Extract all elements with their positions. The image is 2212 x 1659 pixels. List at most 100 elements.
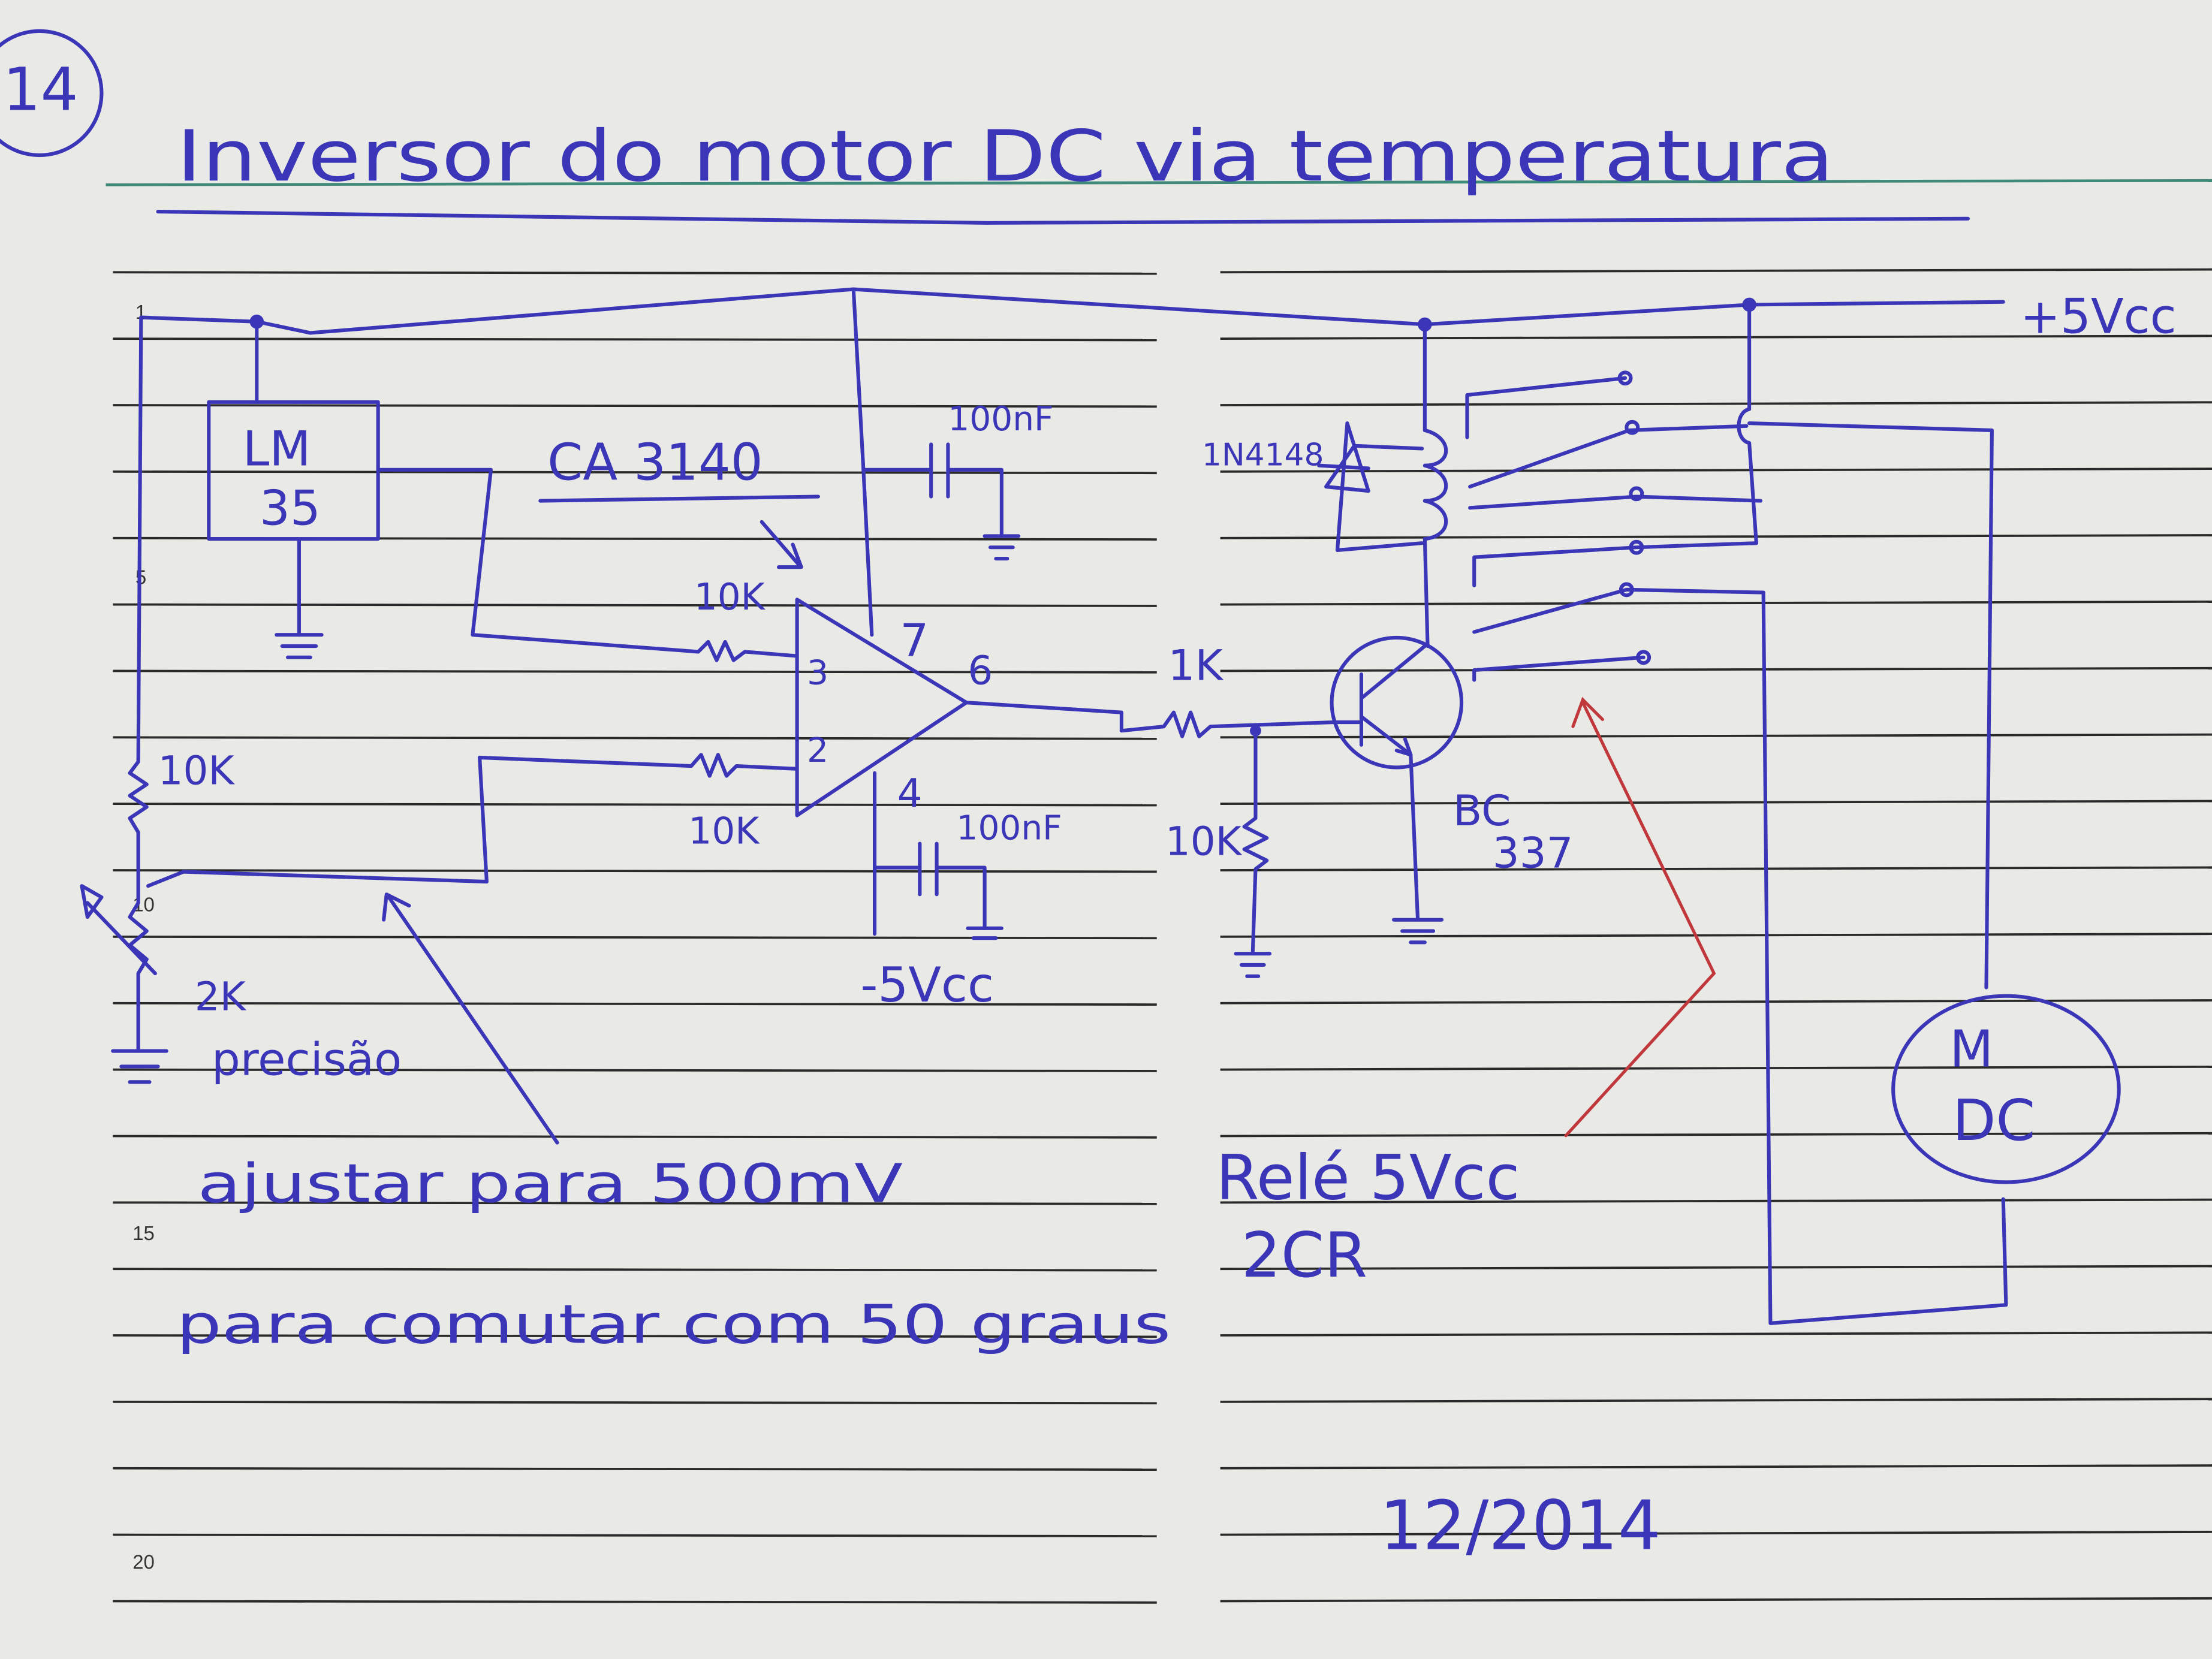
ruled-line — [1220, 933, 2212, 938]
opamp-label-underline — [538, 494, 820, 503]
pin7-wire — [851, 287, 874, 637]
negative-supply-label: -5Vcc — [861, 957, 994, 1013]
pulldown-ground-icon — [1234, 952, 1272, 978]
r-in-minus-label: 10K — [688, 810, 760, 853]
ruled-line — [1220, 1066, 2212, 1071]
collector-wire — [1423, 322, 1430, 648]
ruled-line — [113, 1002, 1157, 1006]
ruled-line — [113, 1135, 1157, 1139]
contact-terminal — [1625, 420, 1640, 435]
ruled-line — [113, 1600, 1157, 1604]
ruled-line — [113, 803, 1157, 807]
relay-coil — [1423, 428, 1448, 541]
motor-wire-top — [1747, 421, 1994, 990]
opamp-pointer-arrow — [760, 520, 803, 569]
title-underline — [156, 210, 1970, 225]
ruled-line — [113, 1401, 1157, 1405]
page-number-circle — [0, 29, 104, 157]
bottom-capacitor-label: 100nF — [957, 809, 1062, 847]
motor-label-line2: DC — [1952, 1088, 2035, 1154]
pot-label: 2K — [195, 973, 247, 1019]
emitter-ground-icon — [1392, 918, 1444, 945]
relay-pointer-arrow — [1564, 696, 1716, 1138]
ruled-line — [1220, 1132, 2212, 1138]
ruled-line — [1220, 600, 2212, 606]
pin-4: 4 — [897, 770, 923, 816]
ruled-line — [1220, 666, 2212, 672]
ruled-line — [113, 1201, 1157, 1205]
ruled-line — [1220, 866, 2212, 871]
emitter-wire — [1409, 753, 1420, 922]
bottom-capacitor — [872, 841, 987, 930]
header-line — [106, 179, 2212, 186]
note-switch: para comutar com 50 graus — [176, 1294, 1171, 1356]
ruled-line — [113, 337, 1157, 342]
dc-motor — [1891, 994, 2121, 1184]
ruled-line — [1220, 467, 2212, 473]
divider-wire — [128, 315, 149, 1053]
note-precision: precisão — [212, 1033, 402, 1086]
ruled-line — [1220, 1198, 2212, 1204]
contact-terminal — [1629, 486, 1644, 502]
ruled-line — [113, 869, 1157, 873]
pot-arrow-icon — [80, 884, 157, 976]
top-capacitor — [861, 442, 1003, 538]
ruled-line — [113, 669, 1157, 674]
ruled-line — [1220, 534, 2212, 539]
transistor-bc337 — [1330, 635, 1464, 770]
ruled-line — [1220, 1331, 2212, 1337]
output-wire — [964, 701, 1335, 738]
relay-supply-bridge — [1737, 303, 1758, 545]
ruled-line — [1220, 733, 2212, 739]
ruled-line — [1220, 1464, 2212, 1470]
diode-label: 1N4148 — [1202, 438, 1324, 473]
top-cap-ground-icon — [983, 534, 1021, 561]
ruled-line — [1220, 268, 2212, 274]
ruled-line — [1220, 1398, 2212, 1403]
ruled-line — [113, 1268, 1157, 1272]
ruled-line — [1220, 334, 2212, 340]
ruled-line — [113, 271, 1157, 275]
pin-7: 7 — [900, 614, 929, 666]
ruled-line — [1220, 1265, 2212, 1271]
ruled-line — [1220, 1597, 2212, 1603]
pulldown-resistor — [1242, 729, 1269, 956]
contact-terminal — [1619, 582, 1634, 598]
opamp-label: CA 3140 — [547, 432, 763, 491]
motor-wire-bottom — [1761, 590, 2008, 1325]
line-number: 15 — [132, 1222, 155, 1244]
motor-label-line1: M — [1949, 1019, 1993, 1078]
page-date: 12/2014 — [1380, 1486, 1661, 1565]
transistor-label-line1: BC — [1453, 786, 1511, 835]
reference-wire — [146, 753, 799, 888]
lm35-ground-icon — [275, 633, 324, 659]
ruled-line — [113, 736, 1157, 740]
opamp-triangle — [795, 598, 969, 818]
ruled-line — [1220, 1531, 2212, 1536]
page-title: Inversor do motor DC via temperatura — [176, 115, 1834, 197]
lm35-output-wire — [376, 467, 799, 662]
relay-contact-2 — [1472, 541, 1765, 682]
ruled-line — [113, 1068, 1157, 1072]
line-number: 20 — [132, 1551, 155, 1573]
top-capacitor-label: 100nF — [948, 400, 1053, 439]
lm35-label-line1: LM — [243, 421, 311, 477]
ruled-line — [113, 404, 1157, 408]
ruled-line — [1220, 401, 2212, 406]
divider-ground-icon — [111, 1049, 168, 1084]
relay-label-line1: Relé 5Vcc — [1216, 1142, 1520, 1214]
page-number: 14 — [3, 56, 79, 125]
bottom-cap-ground-icon — [966, 926, 1003, 940]
ruled-line — [113, 1334, 1157, 1338]
relay-contact-1 — [1465, 376, 1762, 510]
lm35-label-line2: 35 — [260, 481, 321, 536]
note-pointer-arrow — [382, 892, 559, 1145]
pin-6: 6 — [968, 648, 993, 694]
note-adjust: ajustar para 500mV — [197, 1153, 903, 1215]
ruled-line — [113, 1467, 1157, 1471]
pin-3: 3 — [807, 654, 828, 693]
positive-supply-label: +5Vcc — [2020, 288, 2177, 344]
ruled-line — [113, 603, 1157, 607]
ruled-line — [1220, 800, 2212, 806]
